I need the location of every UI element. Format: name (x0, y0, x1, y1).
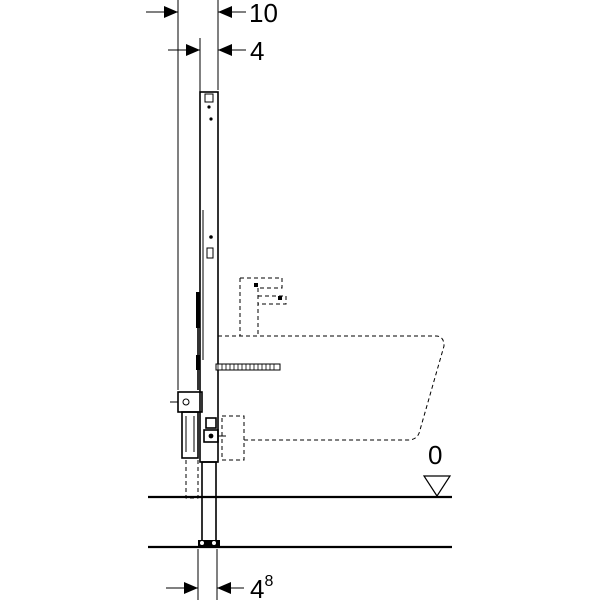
frame-foot-bolt-right-icon (212, 541, 216, 545)
fitting-upper (205, 417, 217, 429)
faucet-body (239, 277, 283, 336)
fitting-nut-icon (208, 433, 214, 439)
faucet-spout (258, 295, 287, 305)
bracket-rail-lower (196, 355, 200, 370)
ceramic-connector (221, 415, 245, 461)
outlet-hidden-pipe (185, 457, 199, 499)
bracket-box (177, 391, 203, 413)
outlet-housing (181, 411, 199, 459)
frame-hole-3-icon (209, 235, 213, 239)
arrow2-head-left (186, 44, 200, 56)
wall-bracket (170, 292, 203, 499)
arrow-head-left (164, 6, 178, 18)
frame-hole-1-icon (207, 105, 211, 109)
faucet-outline (239, 277, 287, 336)
ceramic-outline (218, 335, 445, 461)
level-triangle-icon (422, 475, 452, 498)
arrow3-head-right (217, 582, 231, 594)
frame-top-slot-icon (204, 93, 214, 103)
frame-foot (198, 540, 220, 546)
dimension-label-bottom-sup: 8 (264, 573, 273, 590)
level-marker: 0 (422, 440, 452, 498)
installation-frame (198, 91, 220, 546)
faucet-handle-icon (254, 283, 258, 287)
faucet-valve-icon (278, 296, 282, 300)
bracket-screw-icon (182, 398, 190, 406)
ceramic-bowl (218, 335, 445, 461)
arrow-head-right (218, 6, 232, 18)
dimension-bottom: 48 (166, 549, 273, 600)
arrow2-head-right (218, 44, 232, 56)
frame-leg (201, 461, 217, 543)
dimension-second: 4 (168, 36, 264, 92)
frame-hole-2-icon (209, 117, 213, 121)
dimension-label-bottom-base: 4 (250, 574, 264, 600)
rod-body (215, 363, 281, 371)
frame-slot-icon (206, 247, 214, 259)
frame-foot-bolt-left-icon (200, 541, 204, 545)
dimension-label-second: 4 (250, 36, 264, 66)
dimension-label-top: 10 (249, 0, 278, 28)
mounting-rod (215, 363, 281, 371)
level-label: 0 (428, 440, 442, 470)
pipe-fittings (203, 417, 226, 443)
bracket-rail-upper (196, 292, 200, 328)
dimension-label-bottom: 48 (250, 573, 273, 600)
arrow3-head-left (184, 582, 198, 594)
dimension-top: 10 (146, 0, 278, 390)
